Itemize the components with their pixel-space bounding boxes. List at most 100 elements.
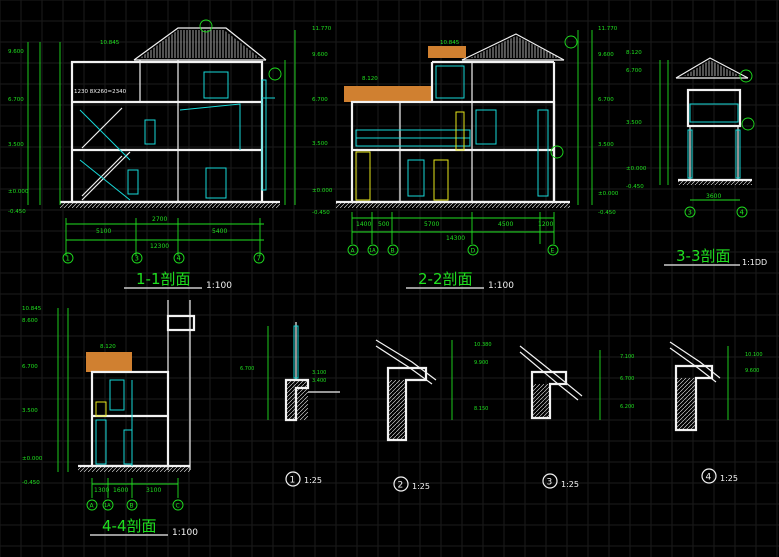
axis-bubbles-1-1: 1 3 4 7	[62, 252, 265, 264]
detail-1: 6.700 3.100 3.400 1 1:25	[240, 322, 340, 487]
axis-label: B	[391, 248, 395, 255]
axis-label: 3	[688, 209, 692, 217]
dim-label: 1300	[94, 487, 109, 494]
level-label: 6.700	[626, 68, 642, 74]
level-label: 8.120	[100, 344, 116, 350]
dim-label: 1200	[538, 221, 553, 228]
level-label: 8.600	[22, 318, 38, 324]
axis-label: 3	[135, 255, 139, 263]
level-label: -0.450	[626, 184, 644, 190]
axis-label: D	[471, 248, 476, 255]
section-4-4: 10.845 8.600 6.700 3.500 ±0.000 -0.450 8…	[22, 300, 198, 538]
level-label: 10.845	[22, 306, 42, 312]
section-3-3: 8.120 6.700 3.500 ±0.000 -0.450 3600 3 4…	[626, 50, 767, 267]
dim-label: 3100	[146, 487, 161, 494]
detail-scale: 1:25	[412, 482, 430, 491]
detail-number: 1	[290, 476, 296, 486]
detail-level: 6.200	[620, 404, 634, 410]
levels-2-2: 10.845 8.120 11.770 9.600 6.700 3.500 ±0…	[362, 26, 619, 216]
detail-number: 4	[706, 473, 712, 483]
level-label: 8.120	[626, 50, 642, 56]
level-label: 11.770	[312, 26, 332, 32]
detail-level: 10.100	[745, 352, 763, 358]
axis-label: C	[176, 503, 180, 510]
dim-label: 1600	[113, 487, 128, 494]
dim-label: 14300	[446, 235, 465, 242]
level-label: 3.500	[312, 141, 328, 147]
axis-label: 7	[257, 255, 261, 263]
section-title-1-1: 1-1剖面	[136, 270, 191, 288]
level-label: 6.700	[312, 97, 328, 103]
dim-label: 5100	[96, 228, 111, 235]
dim-label: 5400	[212, 228, 227, 235]
detail-scale: 1:25	[561, 480, 579, 489]
section-1-1: 9.600 6.700 3.500 ±0.000 -0.450 10.845 1…	[8, 19, 333, 291]
level-label: 10.845	[440, 40, 460, 46]
eave-orange	[344, 86, 432, 102]
levels-right-1-1: 11.770 9.600 6.700 3.500 ±0.000 -0.450	[312, 26, 333, 216]
dim-label: 12300	[150, 243, 169, 250]
level-label: 8.120	[362, 76, 378, 82]
dim-label: 5700	[424, 221, 439, 228]
level-label: ±0.000	[626, 166, 647, 172]
level-label: -0.450	[22, 480, 40, 486]
level-label: ±0.000	[312, 188, 333, 194]
dim-label: 4500	[498, 221, 513, 228]
detail-level: 8.150	[474, 406, 488, 412]
axis-label: B	[130, 503, 134, 510]
level-label: ±0.000	[8, 189, 29, 195]
detail-2: 10.380 9.900 8.150 2 1:25	[375, 339, 492, 492]
levels-3-3: 8.120 6.700 3.500 ±0.000 -0.450	[626, 50, 647, 190]
level-label: ±0.000	[598, 191, 619, 197]
section-2-2: 10.845 8.120 11.770 9.600 6.700 3.500 ±0…	[336, 26, 619, 291]
axis-label: 4	[740, 209, 745, 217]
detail-scale: 1:25	[304, 476, 322, 485]
level-label: 6.700	[22, 364, 38, 370]
detail-level: 7.100	[620, 354, 634, 360]
section-scale-3-3: 1:1DD	[742, 258, 767, 267]
level-label: 6.700	[598, 97, 614, 103]
detail-scale: 1:25	[720, 474, 738, 483]
level-label: 3.500	[22, 408, 38, 414]
dim-label: 2700	[152, 216, 167, 223]
level-label: 11.770	[598, 26, 618, 32]
detail-level: 10.380	[474, 342, 492, 348]
axis-label: 1A	[104, 503, 111, 509]
detail-level: 9.600	[745, 368, 759, 374]
level-label: 6.700	[8, 97, 24, 103]
level-label: -0.450	[312, 210, 330, 216]
dim-label: 500	[378, 221, 390, 228]
roof-hatch-3-3	[684, 60, 740, 76]
axis-label: 1	[66, 255, 70, 263]
stair-note: 1230 8X260=2340	[74, 89, 127, 95]
dim-label: 3600	[706, 193, 721, 200]
level-label: 9.600	[312, 52, 328, 58]
section-scale-1-1: 1:100	[206, 281, 232, 291]
levels-4-4: 10.845 8.600 6.700 3.500 ±0.000 -0.450 8…	[22, 306, 116, 486]
level-label: 3.500	[626, 120, 642, 126]
dim-label: 1400	[356, 221, 371, 228]
detail-number: 3	[547, 478, 553, 488]
axis-label: 4	[177, 255, 182, 263]
axis-bubbles-4-4: A 1A B C	[86, 499, 184, 511]
level-label: 3.500	[598, 142, 614, 148]
roof-hatch-2-2	[470, 36, 560, 58]
section-title-2-2: 2-2剖面	[418, 270, 473, 288]
section-scale-2-2: 1:100	[488, 281, 514, 291]
detail-level: 6.700	[240, 366, 254, 372]
level-label: -0.450	[598, 210, 616, 216]
axis-bubbles-2-2: A 1A B D E	[347, 244, 559, 256]
detail-number: 2	[398, 481, 404, 491]
level-label: 9.600	[598, 52, 614, 58]
axis-label: E	[551, 248, 555, 255]
detail-level: 3.400	[312, 378, 326, 384]
detail-level: 3.100	[312, 370, 326, 376]
parapet-orange	[428, 46, 466, 58]
levels-left-1-1: 9.600 6.700 3.500 ±0.000 -0.450 10.845	[8, 40, 120, 215]
detail-level: 9.900	[474, 360, 488, 366]
section-scale-4-4: 1:100	[172, 528, 198, 538]
axis-label: A	[90, 503, 95, 510]
section-title-3-3: 3-3剖面	[676, 247, 731, 265]
